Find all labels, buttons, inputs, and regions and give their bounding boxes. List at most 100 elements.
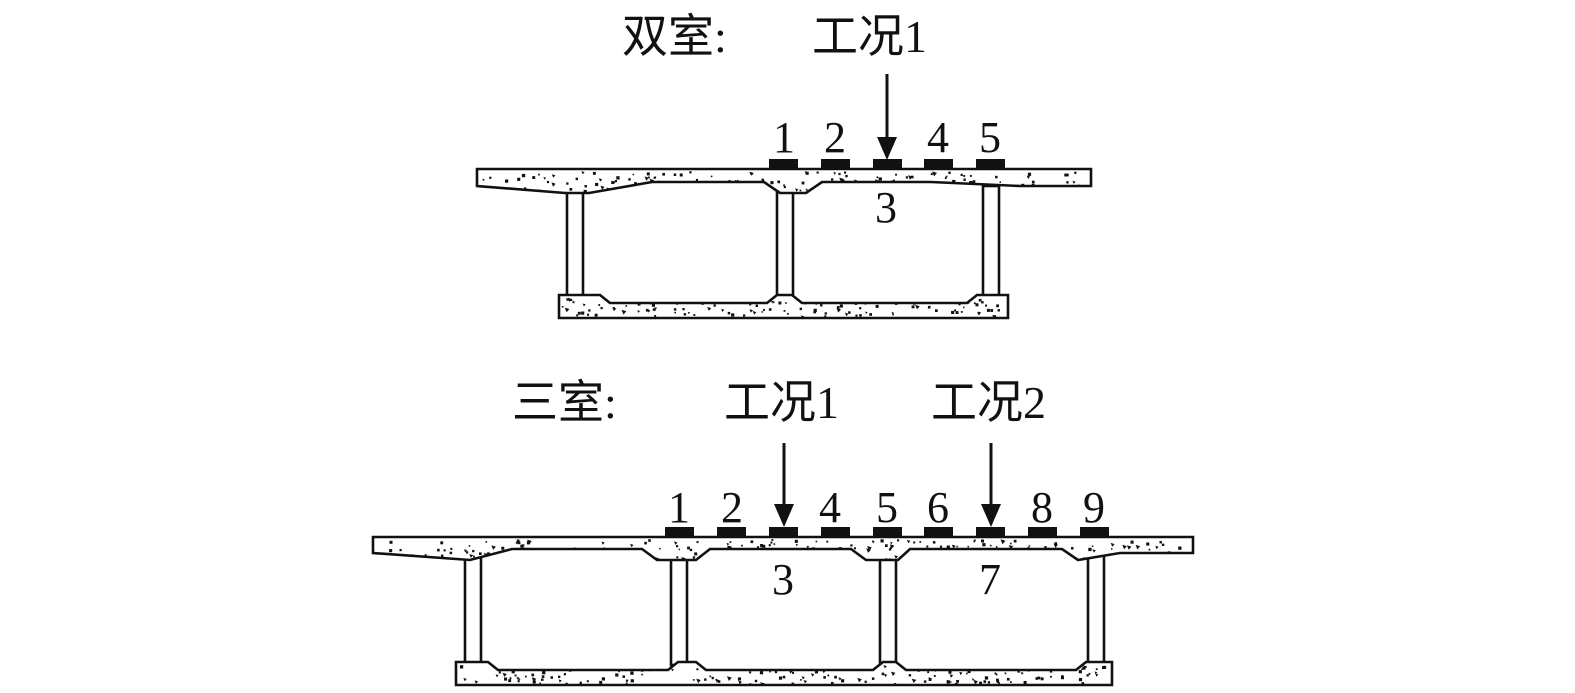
- concrete-speckle: [1119, 555, 1122, 558]
- concrete-speckle: [711, 676, 714, 680]
- concrete-speckle: [615, 673, 619, 677]
- concrete-speckle: [834, 675, 837, 679]
- concrete-speckle: [944, 177, 947, 179]
- concrete-speckle: [630, 679, 634, 683]
- concrete-speckle: [1008, 665, 1011, 668]
- concrete-speckle: [1092, 549, 1096, 553]
- concrete-speckle: [968, 188, 972, 192]
- concrete-speckle: [1020, 672, 1024, 675]
- concrete-speckle: [841, 679, 845, 683]
- concrete-speckle: [805, 188, 808, 191]
- concrete-speckle: [1074, 171, 1077, 174]
- concrete-speckle: [611, 181, 615, 184]
- double-cell-pos-1: 1: [773, 113, 795, 162]
- concrete-speckle: [844, 312, 849, 317]
- concrete-speckle: [682, 308, 685, 311]
- concrete-speckle: [894, 555, 898, 559]
- triple-cell-pos-9: 9: [1083, 483, 1105, 532]
- concrete-speckle: [1028, 545, 1031, 547]
- concrete-speckle: [728, 180, 731, 183]
- concrete-speckle: [995, 546, 998, 548]
- concrete-speckle: [927, 305, 931, 309]
- concrete-speckle: [1031, 180, 1035, 184]
- concrete-speckle: [486, 552, 490, 556]
- concrete-speckle: [863, 298, 866, 301]
- double-cell-webs: [565, 184, 1001, 300]
- concrete-speckle: [820, 304, 823, 307]
- concrete-speckle: [681, 557, 686, 560]
- concrete-speckle: [632, 173, 635, 176]
- concrete-speckle: [966, 672, 968, 675]
- concrete-speckle: [541, 675, 545, 678]
- triple-cell-pos-1: 1: [668, 483, 690, 532]
- concrete-speckle: [508, 679, 512, 683]
- concrete-speckle: [889, 546, 892, 549]
- concrete-speckle: [911, 175, 914, 179]
- concrete-speckle: [835, 189, 839, 193]
- concrete-speckle: [721, 308, 725, 312]
- concrete-speckle: [772, 301, 775, 304]
- concrete-speckle: [543, 177, 547, 180]
- concrete-speckle: [996, 680, 1000, 683]
- concrete-speckle: [1023, 681, 1027, 684]
- concrete-speckle: [600, 185, 605, 190]
- concrete-speckle: [489, 176, 492, 179]
- double-cell-pad-2: [821, 159, 850, 169]
- concrete-speckle: [783, 186, 786, 189]
- triple-cell-pos-7: 7: [979, 555, 1001, 604]
- concrete-speckle: [679, 173, 683, 177]
- concrete-speckle: [1088, 547, 1092, 552]
- concrete-speckle: [494, 188, 498, 192]
- concrete-speckle: [749, 671, 752, 674]
- concrete-speckle: [1035, 677, 1039, 680]
- concrete-speckle: [497, 554, 501, 558]
- triple-cell-load-pads: [665, 527, 1109, 537]
- concrete-speckle: [606, 665, 609, 669]
- concrete-speckle: [577, 311, 581, 315]
- concrete-speckle: [584, 185, 587, 188]
- concrete-speckle: [969, 175, 972, 177]
- concrete-speckle: [592, 171, 596, 175]
- concrete-speckle: [805, 171, 809, 175]
- concrete-speckle: [1000, 539, 1006, 545]
- concrete-speckle: [743, 314, 746, 317]
- concrete-speckle: [749, 171, 753, 176]
- concrete-speckle: [1013, 539, 1017, 543]
- concrete-speckle: [608, 553, 612, 558]
- concrete-speckle: [903, 185, 905, 188]
- concrete-speckle: [566, 298, 569, 301]
- concrete-speckle: [409, 554, 412, 557]
- triple-cell-section: 三室: 工况1 工况2: [371, 377, 1195, 687]
- concrete-speckle: [595, 182, 599, 186]
- concrete-speckle: [546, 180, 550, 184]
- concrete-speckle: [502, 672, 507, 677]
- concrete-speckle: [648, 669, 651, 672]
- concrete-speckle: [974, 539, 976, 542]
- concrete-speckle: [1010, 542, 1012, 545]
- concrete-speckle: [1082, 666, 1086, 670]
- concrete-speckle: [1136, 556, 1139, 558]
- concrete-speckle: [831, 178, 834, 181]
- concrete-speckle: [839, 177, 844, 183]
- concrete-speckle: [1186, 555, 1190, 558]
- concrete-speckle: [770, 181, 774, 185]
- concrete-speckle: [594, 556, 599, 560]
- concrete-speckle: [515, 541, 518, 544]
- concrete-speckle: [801, 676, 805, 680]
- concrete-speckle: [695, 178, 698, 181]
- concrete-speckle: [783, 184, 785, 187]
- concrete-speckle: [621, 309, 627, 315]
- concrete-speckle: [1164, 553, 1170, 559]
- concrete-speckle: [951, 544, 956, 549]
- triple-cell-pad-5: [873, 527, 902, 537]
- concrete-speckle: [987, 681, 991, 684]
- concrete-speckle: [1053, 543, 1058, 548]
- concrete-speckle: [1027, 546, 1030, 550]
- concrete-speckle: [994, 672, 997, 675]
- concrete-speckle: [1086, 674, 1089, 677]
- concrete-speckle: [831, 681, 834, 685]
- concrete-speckle: [967, 302, 970, 304]
- concrete-speckle: [891, 671, 896, 676]
- concrete-speckle: [517, 678, 521, 681]
- concrete-speckle: [601, 677, 605, 681]
